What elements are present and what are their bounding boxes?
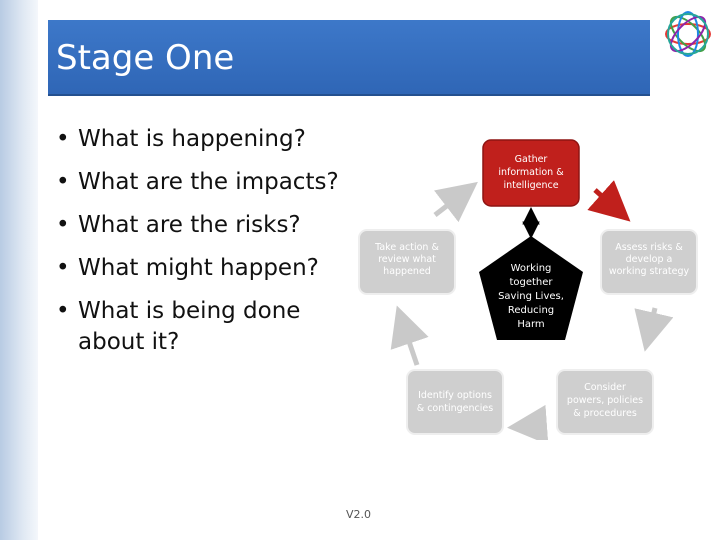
node-consider-label-1: Consider: [584, 382, 626, 393]
node-gather-label-2: information &: [498, 167, 564, 178]
arrow-identify-to-take: [390, 305, 429, 366]
left-gradient-band: [0, 0, 38, 540]
center-label-5: Harm: [517, 319, 544, 330]
arrow-consider-to-identify: [507, 404, 549, 440]
node-take-action-label-2: review what: [378, 254, 436, 265]
node-assess-label-1: Assess risks &: [615, 242, 683, 253]
center-pentagon: [479, 236, 583, 340]
center-label-3: Saving Lives,: [498, 291, 564, 302]
node-gather-label-1: Gather: [515, 154, 548, 165]
node-assess-label-2: develop a: [626, 254, 673, 265]
bullet-text: What is being done about it?: [78, 298, 301, 355]
process-cycle-diagram: Gather information & intelligence Take a…: [358, 139, 698, 440]
node-identify-label-1: Identify options: [418, 390, 492, 401]
bullet-item: •What is being done about it?: [56, 298, 301, 355]
node-identify-label-2: & contingencies: [417, 403, 493, 414]
arrow-gather-to-assess: [587, 180, 631, 222]
bullet-list: •What is happening? •What are the impact…: [56, 118, 356, 358]
center-label-4: Reducing: [508, 305, 554, 316]
arrow-assess-to-consider: [634, 307, 674, 352]
bullet-item: •What are the risks?: [56, 212, 301, 238]
node-take-action: [358, 229, 456, 295]
bullet-text: What is happening?: [78, 126, 306, 152]
node-gather: [482, 139, 580, 207]
bullet-item: •What are the impacts?: [56, 169, 339, 195]
slide-title: Stage One: [56, 38, 235, 78]
node-take-action-label-3: happened: [383, 266, 431, 277]
node-consider: [556, 369, 654, 435]
bullet-text: What might happen?: [78, 255, 319, 281]
node-assess: [600, 229, 698, 295]
center-label-1: Working: [511, 263, 552, 274]
version-label: V2.0: [346, 508, 372, 521]
node-gather-label-3: intelligence: [503, 180, 558, 191]
bullet-text: What are the risks?: [78, 212, 301, 238]
bullet-item: •What is happening?: [56, 126, 306, 152]
node-consider-label-3: & procedures: [573, 408, 637, 419]
node-consider-label-2: powers, policies: [567, 395, 643, 406]
bullet-text: What are the impacts?: [78, 169, 339, 195]
title-bar: Stage One: [48, 20, 650, 96]
node-assess-label-3: working strategy: [609, 266, 690, 277]
arrow-take-to-gather: [433, 181, 478, 223]
interlocking-rings-logo-icon: [665, 11, 711, 57]
center-label-2: together: [509, 277, 553, 288]
bullet-item: •What might happen?: [56, 255, 319, 281]
node-take-action-label-1: Take action &: [374, 242, 439, 253]
node-identify: [406, 369, 504, 435]
